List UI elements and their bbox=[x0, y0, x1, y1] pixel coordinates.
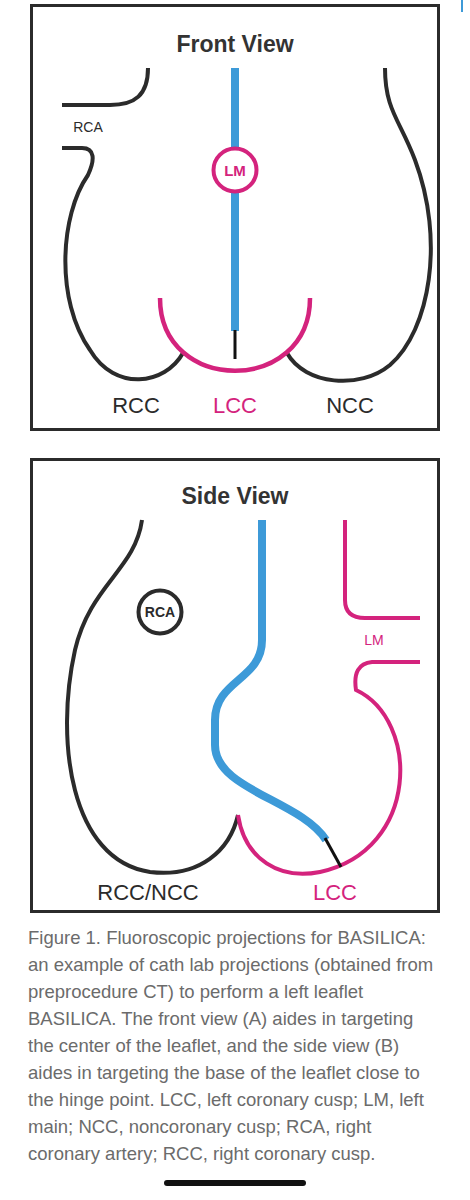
rca-upper-wall bbox=[62, 68, 148, 105]
noncoronary-cusp-outline bbox=[287, 68, 431, 381]
left-cusp-outline bbox=[238, 662, 420, 874]
right-cusp-outline bbox=[62, 148, 183, 379]
cusp-label: RCC/NCC bbox=[68, 880, 228, 905]
cusp-label: LCC bbox=[280, 880, 390, 905]
vessel-label: RCA bbox=[58, 119, 118, 135]
cusp-label: NCC bbox=[295, 393, 405, 418]
figure-caption: Figure 1. Fluoroscopic projections for B… bbox=[28, 924, 444, 1167]
ostium-circle: RCA bbox=[136, 588, 184, 636]
ostium-circle: LM bbox=[211, 146, 259, 194]
cusp-label: LCC bbox=[180, 393, 290, 418]
catheter bbox=[231, 68, 239, 331]
panel-heading: Front View bbox=[33, 31, 437, 58]
circle-label: LM bbox=[211, 146, 259, 194]
right-noncoronary-cusp-outline bbox=[67, 520, 238, 873]
cusp-label: RCC bbox=[81, 393, 191, 418]
vessel-label: LM bbox=[344, 632, 404, 648]
circle-label: RCA bbox=[136, 588, 184, 636]
view-panel: Front ViewLM bbox=[30, 4, 440, 431]
panel-heading: Side View bbox=[33, 483, 437, 510]
left-main-upper-wall bbox=[345, 520, 420, 618]
view-panel: Side ViewRCA bbox=[30, 458, 440, 913]
edge-mark bbox=[461, 0, 463, 12]
wire-tip bbox=[234, 330, 237, 359]
home-indicator bbox=[164, 1180, 306, 1186]
catheter bbox=[215, 520, 326, 840]
wire-tip bbox=[325, 838, 341, 867]
